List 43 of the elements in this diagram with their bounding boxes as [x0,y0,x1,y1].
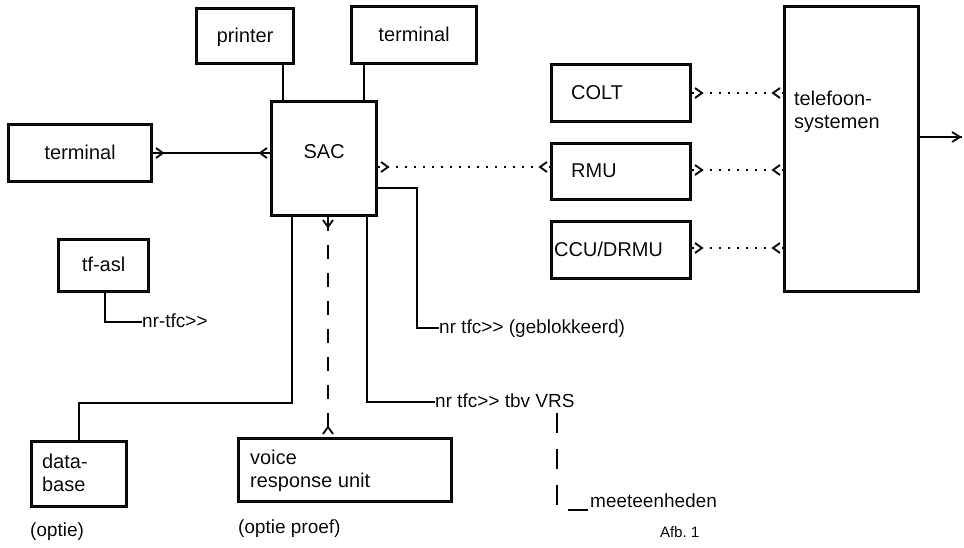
connector-line [363,65,365,100]
annotation-text: nr tfc>> tbv VRS [435,391,574,413]
box-label: COLT [571,82,623,104]
figure-caption: Afb. 1 [660,524,700,541]
component-box [57,238,150,293]
component-box [350,5,478,65]
arrow [153,147,270,159]
arrow [920,131,962,143]
component-box [550,142,692,201]
component-box [30,440,128,508]
box-label: printer [216,24,274,48]
box-label: telefoon- systemen [794,88,881,134]
annotation-text: nr tfc>> (geblokkeerd) [439,317,625,339]
arrow [322,217,334,437]
note-text: (optie proef) [238,517,340,539]
component-box [270,100,378,217]
connector-line [104,293,142,323]
note-text: (optie) [30,520,84,542]
component-box [550,220,692,280]
annotation-text: nr-tfc>> [142,311,208,333]
connector-line [282,65,284,100]
box-label: terminal [378,24,450,46]
arrow [692,87,783,99]
component-box [195,7,295,65]
component-box [783,5,920,293]
component-box [550,63,692,123]
box-label: tf-asl [82,254,126,277]
connector-line [556,413,590,511]
box-label: CCU/DRMU [554,238,663,262]
box-label: SAC [303,141,345,164]
arrow [692,164,783,176]
box-label: voice response unit [250,447,372,493]
box-label: data- base [42,451,89,497]
connector-line [366,217,435,403]
box-label: terminal [44,142,116,164]
box-label: RMU [571,160,617,183]
component-box [7,123,153,183]
connector-line [378,187,439,329]
annotation-text: meeteenheden [590,491,717,513]
arrow [692,242,783,254]
connector-line [78,217,293,440]
arrow [378,161,550,173]
component-box [237,437,453,503]
